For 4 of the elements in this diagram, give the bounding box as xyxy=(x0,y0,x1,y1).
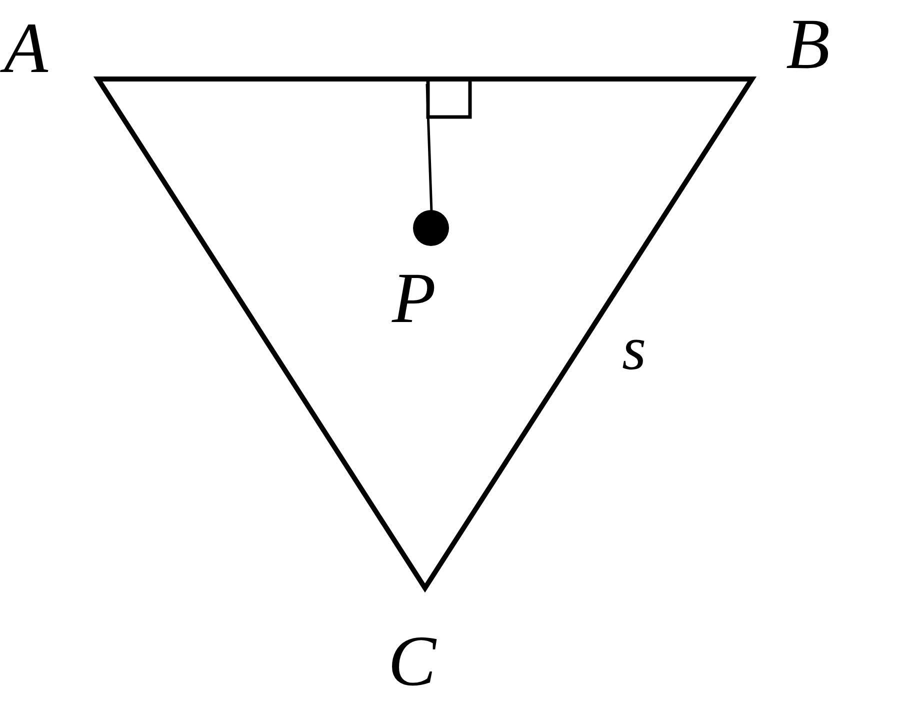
point-label: P xyxy=(392,262,436,334)
side-label: s xyxy=(622,318,646,380)
vertex-label: C xyxy=(388,625,436,697)
vertex-label: B xyxy=(786,8,830,80)
